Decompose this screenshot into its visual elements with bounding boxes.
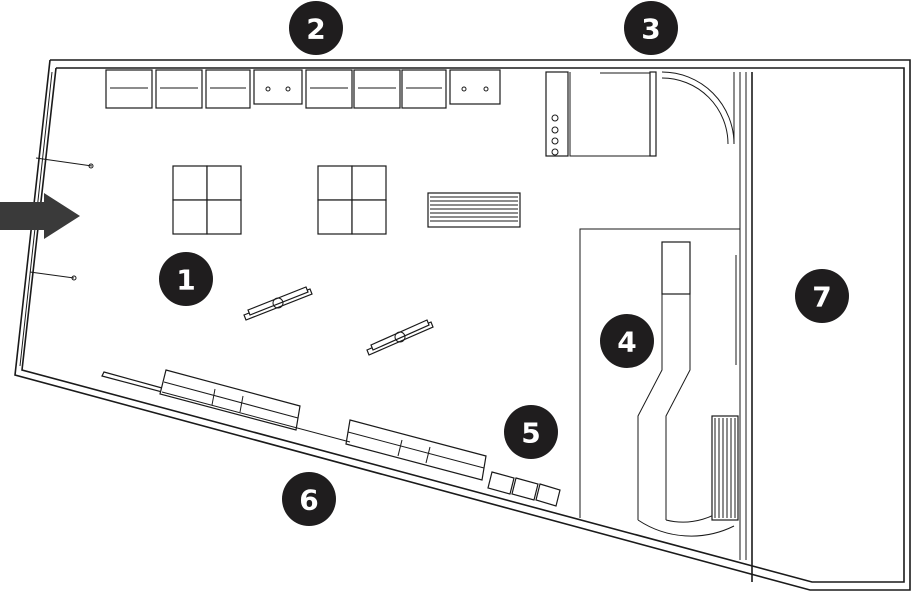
zone-marker-1: 1 — [159, 252, 213, 306]
lower-wall-seating — [101, 369, 487, 481]
zone-marker-3: 3 — [624, 1, 678, 55]
wall-shelving — [105, 69, 501, 109]
counter-area — [579, 228, 740, 537]
zone-marker-5: 5 — [504, 405, 558, 459]
svg-text:5: 5 — [521, 417, 540, 450]
display-table-left — [172, 165, 242, 235]
grated-rack — [427, 192, 521, 228]
svg-text:7: 7 — [812, 281, 831, 314]
svg-text:4: 4 — [617, 326, 636, 359]
zone-marker-2: 2 — [289, 1, 343, 55]
stove — [545, 71, 569, 157]
svg-text:3: 3 — [641, 13, 660, 46]
zone-marker-7: 7 — [795, 269, 849, 323]
exterior-walls — [14, 59, 911, 591]
entrance-arrow-icon — [0, 193, 80, 239]
back-counter-grill — [711, 415, 739, 521]
zone-marker-6: 6 — [282, 472, 336, 526]
display-table-right — [317, 165, 387, 235]
svg-text:2: 2 — [306, 13, 325, 46]
small-crates — [487, 471, 561, 507]
bench — [243, 286, 313, 321]
svg-text:1: 1 — [176, 264, 195, 297]
entrance-doors — [29, 157, 94, 281]
kitchen-area — [569, 71, 747, 560]
svg-text:6: 6 — [299, 484, 318, 517]
zone-marker-4: 4 — [600, 314, 654, 368]
bench — [366, 319, 434, 356]
